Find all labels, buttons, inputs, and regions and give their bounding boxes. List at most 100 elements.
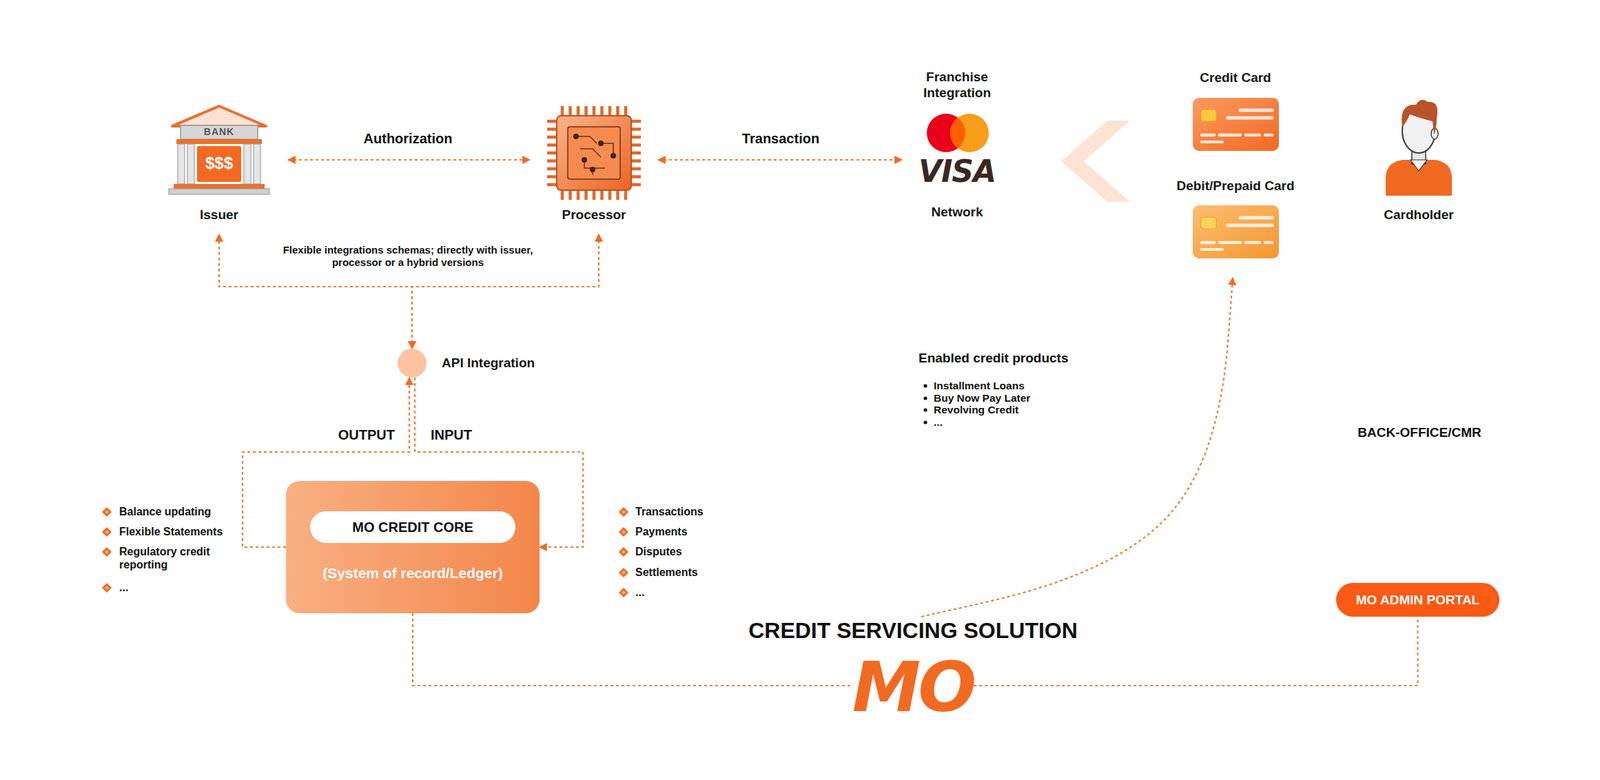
issuer-node: BANK $$$ Issuer	[150, 68, 289, 235]
core-pill: MO CREDIT CORE	[310, 511, 516, 543]
credit-card-icon	[1227, 110, 1273, 118]
chip-icon	[547, 106, 641, 200]
list-item: Buy Now Pay Later	[933, 392, 1100, 405]
mastercard-logo	[950, 113, 989, 153]
bank-icon	[187, 144, 195, 184]
list-bullet-dots	[923, 396, 927, 400]
card-node: Credit Card	[1180, 69, 1291, 156]
bank-icon	[168, 106, 270, 195]
person-icon	[1401, 99, 1438, 136]
list-item: ...	[119, 580, 237, 594]
edge-label: Authorization	[361, 130, 455, 147]
network-node: Franchise IntegrationVISA Network	[901, 68, 1013, 235]
list-bullet-diamonds	[621, 549, 626, 555]
list-bullet-diamonds	[618, 587, 629, 598]
list-bullet-diamonds	[621, 570, 626, 575]
dashed-connector	[288, 159, 530, 161]
debit-card-icon	[1192, 205, 1279, 259]
node-text: BANK	[150, 126, 289, 138]
debit-card-icon	[1201, 248, 1223, 251]
list-bullet-diamonds	[104, 529, 109, 535]
chip-icon	[576, 136, 614, 176]
debit-card-icon	[1201, 241, 1273, 245]
list-bullet-diamonds	[618, 527, 629, 537]
chip-icon	[573, 133, 579, 140]
list-bullet-diamonds	[101, 582, 112, 593]
node-text: (System of record/Ledger)	[285, 565, 540, 582]
list-item: Disputes	[635, 545, 774, 559]
edge-label: OUTPUT	[336, 426, 397, 444]
bank-icon	[243, 144, 251, 184]
list-bullet-diamonds	[101, 507, 112, 517]
list-item: Balance updating	[119, 505, 237, 519]
list-heading: Enabled credit products	[918, 350, 1140, 366]
bank-icon	[253, 144, 261, 184]
person-icon	[1385, 159, 1452, 196]
admin-button: MO ADMIN PORTAL	[1336, 582, 1500, 617]
node-text: CREDIT SERVICING SOLUTION	[720, 616, 1106, 645]
node-text: Franchise Integration	[901, 68, 1013, 101]
credit-card-icon	[1201, 140, 1223, 144]
node-text: Issuer	[150, 206, 289, 223]
list-bullet-diamonds	[621, 529, 626, 535]
annotation: Flexible integrations schemas; directly …	[280, 243, 536, 269]
dashed-connector	[658, 159, 902, 161]
bank-icon	[176, 139, 262, 145]
chip-icon	[547, 106, 641, 200]
list-bullet-diamonds	[618, 507, 629, 517]
chip-icon	[598, 140, 604, 147]
node-text: MO CREDIT CORE	[310, 518, 516, 536]
list-bullet-dots	[923, 420, 927, 424]
mastercard-logo	[926, 113, 989, 153]
node-text: Cardholder	[1363, 206, 1474, 223]
list-bullet-diamonds	[618, 547, 629, 557]
list-bullet-dots	[923, 383, 927, 388]
edge-label: Transaction	[740, 130, 822, 147]
list-item: ...	[635, 585, 774, 599]
debit-card-icon	[1192, 205, 1279, 259]
api-circle: API Integration	[397, 348, 427, 378]
node-text: Credit Card	[1180, 69, 1291, 86]
node-text: Processor	[529, 206, 659, 223]
node-text: MO	[852, 653, 975, 723]
list-bullet-diamonds	[104, 549, 109, 555]
list-item: Settlements	[635, 565, 774, 579]
list-item: Revolving Credit	[933, 403, 1100, 417]
list-bullet-diamonds	[621, 590, 626, 595]
list-bullet-diamonds	[101, 547, 112, 557]
edge-label: INPUT	[428, 426, 475, 444]
credit-card-icon	[1201, 109, 1217, 122]
credit-card-icon	[1192, 97, 1279, 151]
ledger-box: (System of record/Ledger) MO CREDIT CORE	[285, 480, 540, 614]
node-text: API Integration	[441, 354, 535, 371]
person-node: Cardholder	[1363, 68, 1474, 235]
credit-card-icon	[1201, 133, 1273, 138]
list-item: ...	[933, 416, 1100, 429]
list-bullet-dots	[923, 383, 927, 424]
list-bullet-diamonds	[104, 585, 109, 590]
bank-icon	[172, 106, 266, 127]
list-bullet-diamonds	[621, 509, 626, 515]
chip-icon	[581, 157, 588, 163]
chip-icon	[567, 126, 621, 180]
chip-icon	[610, 152, 617, 159]
chip-icon	[556, 115, 632, 191]
node-text: Network	[901, 203, 1013, 220]
bank-icon	[168, 188, 270, 195]
list-bullet-diamonds	[104, 509, 109, 515]
node-text: VISA	[901, 155, 1013, 189]
bank-icon	[173, 183, 265, 189]
dashed-connector	[921, 277, 1233, 617]
node-text: MO ADMIN PORTAL	[1336, 591, 1500, 608]
list-bullet-diamonds	[618, 567, 629, 578]
debit-card-icon	[1201, 217, 1217, 229]
list-item: Payments	[635, 525, 774, 539]
chip-icon	[589, 166, 596, 173]
list-item: Regulatory credit reporting	[119, 545, 223, 572]
processor-node: Processor	[529, 68, 659, 235]
node-text: $$$	[150, 153, 289, 173]
